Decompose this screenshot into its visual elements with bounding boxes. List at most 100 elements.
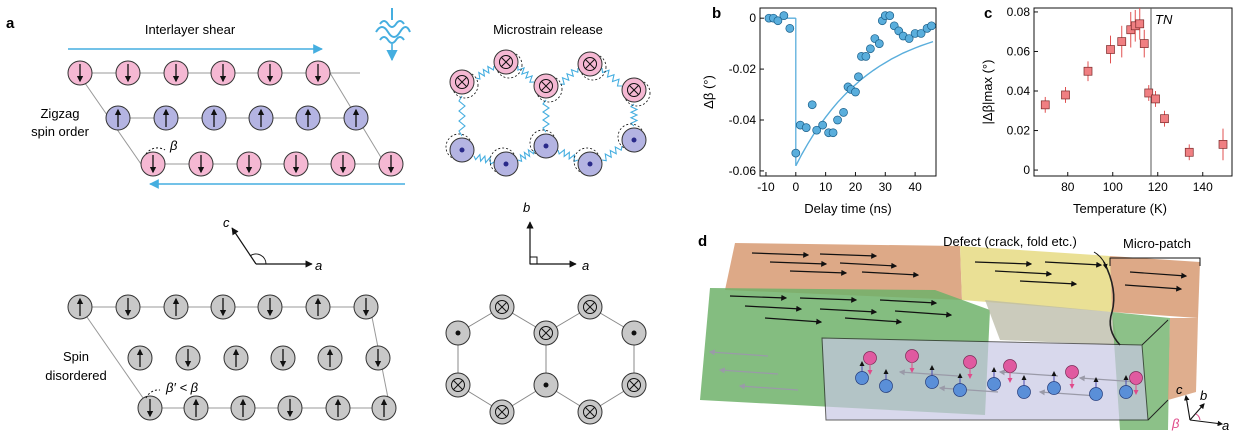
spin-grey [175,345,201,371]
microstrain-lattice [445,49,651,177]
spin-down-pink [378,151,404,177]
spin-up-blue [295,105,321,131]
site-cross-grey [533,320,559,346]
axes-d [1184,394,1224,427]
data-point [854,72,863,82]
spin-down-pink [188,151,214,177]
spin-up-blue [153,105,179,131]
data-point [916,29,926,38]
spin-up-blue [343,105,369,131]
micro-patch-label: Micro-patch [1123,236,1191,251]
data-point [1117,37,1127,46]
spin-vector-arrow [738,383,799,391]
x-tick-label: 120 [1148,180,1168,194]
spin-grey [365,345,391,371]
site-cross-grey [577,294,603,320]
sphere-pink [1003,359,1017,383]
spin-grey [317,345,343,371]
data-point [1144,88,1154,98]
y-tick-label: 0.08 [1007,5,1031,19]
spin-grey [353,294,379,320]
panel-d-label: d [698,233,707,250]
sphere-blue [1047,371,1061,395]
spin-up-blue [201,105,227,131]
spin-vector-arrow [879,299,938,306]
spin-vector-arrow [974,260,1033,267]
spin-grey [277,395,303,421]
panel-d: d Defect (crack, fold etc.) Micro-patch … [698,233,1229,431]
axes-b-a [526,221,577,268]
relaxed-lattice [445,294,647,425]
x-tick-label: 100 [1103,180,1123,194]
data-point [1151,94,1160,104]
axis-b-label: b [523,200,530,215]
chart-b-xlabel: Delay time (ns) [804,201,891,216]
site-cross-pink [449,69,475,95]
sphere-blue [855,361,869,385]
sphere-pink [1129,371,1143,395]
spin-down-pink [305,60,331,86]
data-point [861,52,871,61]
sphere-pink [1065,365,1079,389]
spin-grey [163,294,189,320]
spin-down-pink [283,151,309,177]
spin-up-blue [248,105,274,131]
x-tick-label: 20 [849,180,863,194]
microstrain-release-label: Microstrain release [493,22,603,37]
x-tick-label: -10 [757,180,775,194]
panel-a-label: a [6,15,15,32]
data-point [1061,90,1070,100]
spin-down-pink [163,60,189,86]
sphere-blue [1017,375,1031,399]
data-point [828,128,838,138]
beta-angle-arc [145,147,166,155]
data-point [874,39,884,48]
spin-grey [305,294,331,320]
site-cross-grey [445,372,471,398]
axis-d-a: a [1222,418,1229,431]
sphere-pink [863,351,877,375]
spin-down-pink [67,60,93,86]
spin-disordered-label-1: Spin [63,349,89,364]
site-dot-grey [621,320,647,346]
site-dot-blue [621,127,647,153]
disordered-spin-array [67,294,397,421]
patch-grey-mid [985,300,1118,345]
interlayer-shear-label: Interlayer shear [145,22,236,37]
spin-down-pink [210,60,236,86]
chart-b-ylabel: Δβ (°) [701,75,716,109]
site-cross-grey [577,399,603,425]
y-tick-label: 0.04 [1007,84,1031,98]
data-point [1218,140,1228,149]
sphere-blue [879,369,893,393]
site-dot-blue [577,151,603,177]
spin-vector-arrow [819,308,878,315]
spin-vector-arrow [819,252,878,259]
spin-down-pink [115,60,141,86]
spin-grey [371,395,397,421]
beta-prime-arc [145,389,161,399]
data-point [1135,19,1145,29]
axis-c-label: c [223,215,230,230]
tn-annotation: TN [1155,12,1173,27]
y-tick-label: 0.02 [1007,124,1031,138]
data-point [807,100,817,110]
data-point [801,123,811,132]
axes-c-a [231,227,313,268]
x-tick-label: 40 [908,180,922,194]
site-dot-grey [445,320,471,346]
y-tick-label: -0.04 [729,113,757,127]
sphere-blue [987,367,1001,391]
data-point [866,44,875,54]
spin-down-pink [330,151,356,177]
site-cross-pink [577,51,603,77]
spin-grey [115,294,141,320]
x-tick-label: 10 [819,180,833,194]
spin-vector-arrow [894,310,953,318]
spin-down-pink [236,151,262,177]
beta-symbol: β [169,138,178,153]
